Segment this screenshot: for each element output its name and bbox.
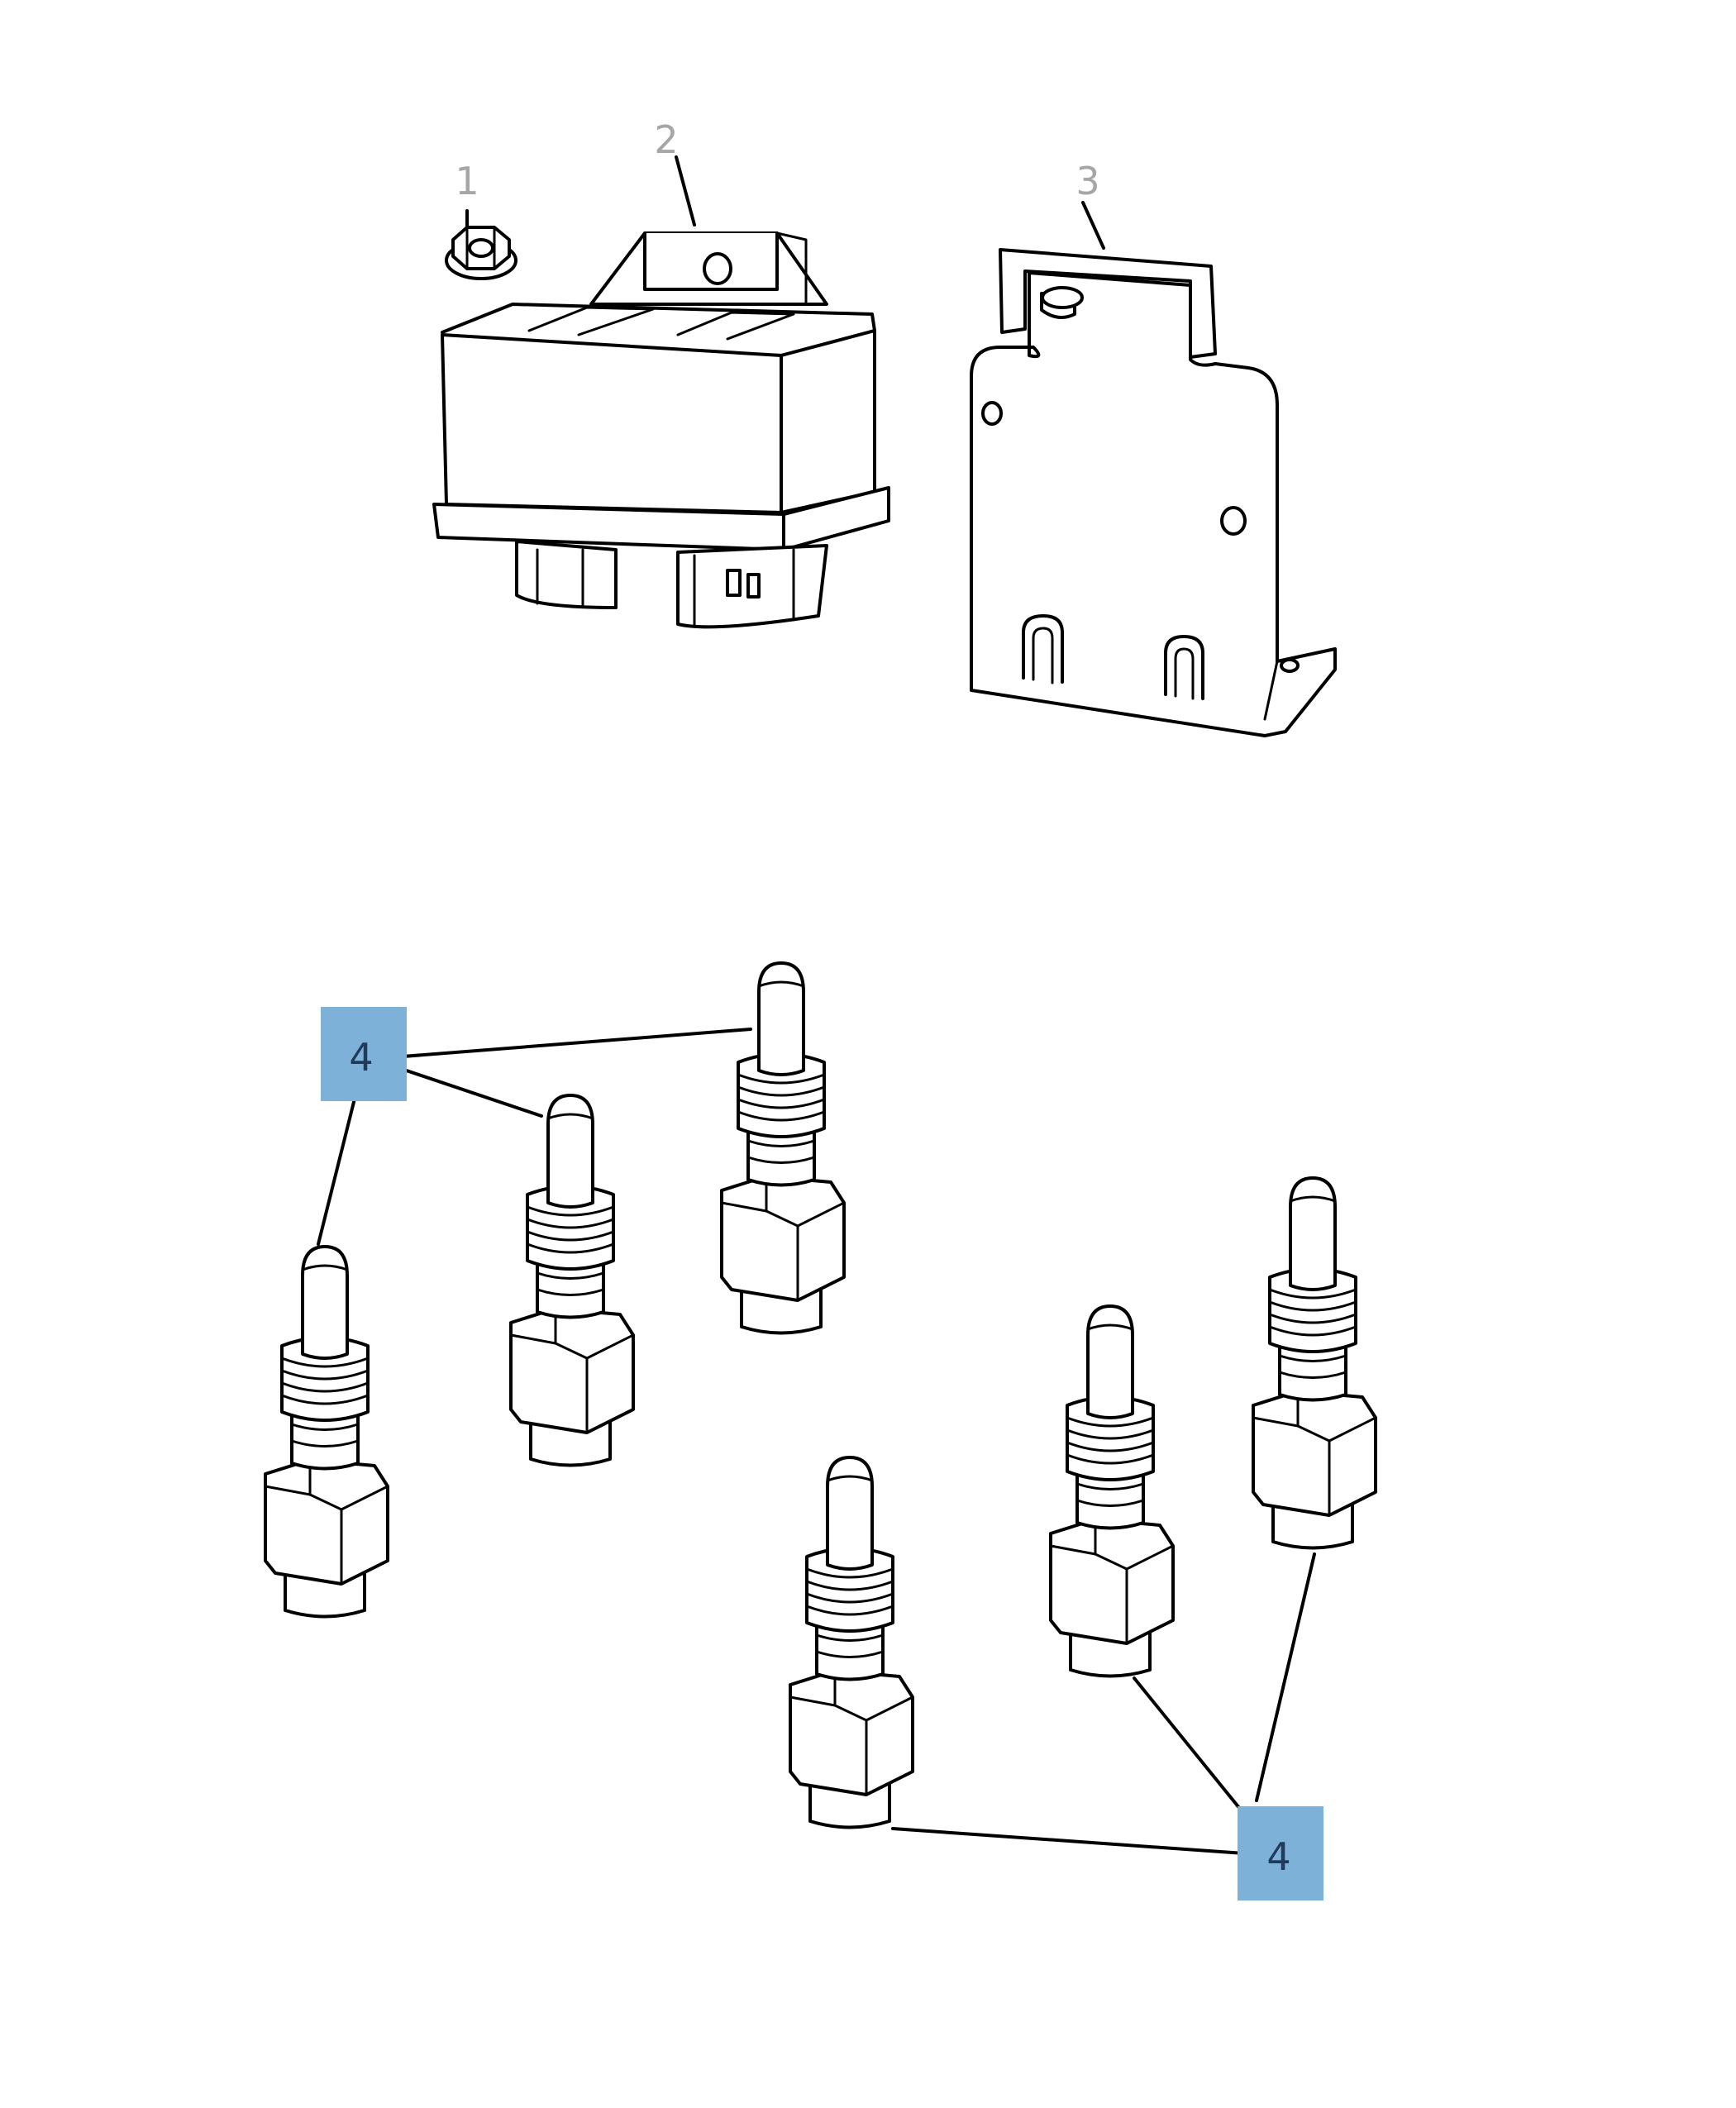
callout-4-lower-label: 4 [1266, 1834, 1290, 1879]
leader-lines [317, 155, 1316, 1855]
callout-2-label: 2 [654, 117, 678, 162]
glow-plug-4 [1252, 1176, 1377, 1550]
callout-4-upper-label: 4 [349, 1035, 373, 1080]
callout-3[interactable]: 3 [1075, 159, 1099, 203]
callout-4-upper[interactable]: 4 [321, 1007, 407, 1101]
glow-plug-control-module [432, 231, 890, 629]
callout-3-label: 3 [1075, 159, 1099, 203]
callout-1-label: 1 [455, 159, 479, 203]
glow-plug-3 [720, 961, 846, 1335]
callout-1[interactable]: 1 [455, 159, 479, 203]
flange-nut [445, 226, 517, 280]
glow-plug-6 [789, 1456, 914, 1829]
callout-2[interactable]: 2 [654, 117, 678, 162]
callout-4-lower[interactable]: 4 [1238, 1806, 1323, 1901]
glow-plug-1 [264, 1245, 389, 1619]
glow-plug-5 [1049, 1304, 1175, 1678]
mounting-bracket [970, 248, 1337, 737]
glow-plug-2 [509, 1094, 635, 1467]
callout-4-upper-highlight [321, 1007, 407, 1101]
callout-4-lower-highlight [1238, 1806, 1323, 1901]
